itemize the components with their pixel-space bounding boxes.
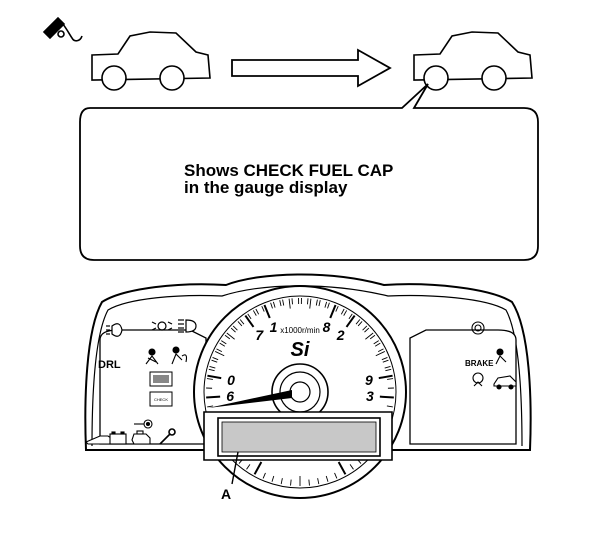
tach-number: 2	[336, 327, 345, 343]
si-badge: Si	[291, 339, 310, 361]
check-vsa-label: CHECK	[154, 397, 168, 402]
label-a: A	[221, 486, 231, 502]
left-warning-panel	[100, 330, 206, 444]
car-icon-left	[92, 32, 210, 90]
tach-major-tick	[206, 397, 220, 398]
gauge-display	[204, 412, 392, 460]
tach-number: 8	[323, 319, 331, 335]
tach-number: 7	[255, 327, 264, 343]
tach-minor-tick	[292, 298, 293, 304]
tach-number: 9	[365, 372, 373, 388]
tach-number: 1	[270, 319, 278, 335]
tach-number: 3	[366, 388, 374, 404]
tach-minor-tick	[307, 298, 308, 304]
tach-major-tick	[380, 397, 394, 398]
arrow-right-icon	[232, 50, 390, 86]
fuel-cap-icon	[44, 18, 82, 41]
brake-label: BRAKE	[465, 359, 494, 368]
drl-label: DRL	[98, 359, 121, 371]
battery-icon	[110, 432, 126, 444]
tach-unit-label: x1000r/min	[280, 326, 320, 335]
tachometer: 0123456789 x1000r/min Si	[194, 286, 406, 498]
headlight-icon	[106, 324, 122, 337]
vsa-icon: CHECK	[150, 392, 172, 406]
tach-number: 6	[226, 388, 234, 404]
tach-number: 0	[227, 372, 235, 388]
security-icon	[150, 372, 172, 386]
tach-minor-tick	[291, 480, 292, 486]
tach-minor-tick	[309, 480, 310, 486]
car-icon-right	[414, 32, 532, 90]
callout-line-2: in the gauge display	[184, 178, 348, 197]
